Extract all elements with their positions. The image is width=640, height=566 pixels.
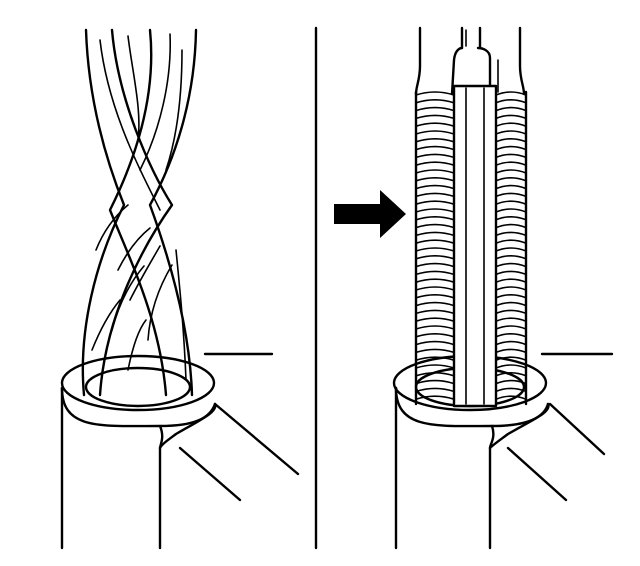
right-insulation-jacket [394,386,550,550]
coil-sleeve [414,84,528,408]
coil-wrap-line [495,278,527,283]
right-panel [392,26,614,550]
left-surface [178,352,300,502]
coil-wrap-line [495,99,527,104]
coil-wrap-line [415,208,455,213]
coil-wrap-line [415,255,455,260]
left-panel [60,28,300,550]
coil-wrap-line [415,145,455,151]
coil-wrap-line [495,348,527,354]
coil-wrap-line [495,231,527,237]
coil-wrap-line [495,255,527,260]
coil-wrap-line [415,91,455,96]
coil-wrap-line [415,169,455,174]
coil-wrap-line [415,356,455,361]
coil-wrap-line [495,294,527,299]
coil-wrap-line [415,114,455,120]
coil-wrap-line [415,184,455,190]
coil-wrap-line [495,340,527,346]
coil-wrap-line [415,379,455,385]
right-surface [506,352,614,502]
coil-wrap-line [415,348,455,354]
coil-wrap-line [495,239,527,244]
coil-wrap-line [415,223,455,229]
coil-wrap-line [495,379,527,385]
coil-wrap-line [495,138,527,143]
coil-wrap-line [415,372,455,377]
coil-wrap-line [415,262,455,268]
coil-wrap-line [495,130,527,135]
coil-wrap-line [495,309,527,315]
left-insulation-jacket [60,386,217,550]
coil-wrap-line [495,153,527,159]
coil-wrap-line [415,153,455,159]
coil-wrap-line [415,325,455,330]
left-wire-end [60,354,216,412]
coil-wrap-line [415,270,455,276]
coil-wrap-line [415,317,455,322]
coil-wrap-line [495,91,527,96]
straight-strands [414,26,526,96]
coil-wrap-line [495,223,527,229]
coil-wrap-line [495,114,527,120]
coil-wrap-line [415,161,455,166]
coil-wrap-line [495,122,527,127]
coil-wrap-line [495,395,527,400]
coil-wrap-line [415,387,455,393]
coil-wrap-line [495,177,527,182]
coil-wrap-line [415,106,455,112]
coil-wrap-line [415,177,455,182]
coil-wrap-line [415,138,455,143]
arrow-right-icon [334,190,406,238]
coil-wrap-line [495,192,527,198]
coil-wrap-line [415,200,455,205]
coil-wrap-line [415,231,455,237]
coil-wrap-line [415,286,455,291]
coil-wrap-line [495,387,527,393]
coil-wrap-line [415,130,455,135]
coil-wrap-line [415,309,455,315]
coil-wrap-line [495,270,527,276]
coil-wrap-line [495,317,527,322]
coil-wrap-line [495,301,527,307]
coil-wrap-line [415,333,455,338]
coil-wrap-line [415,395,455,400]
coil-wrap-line [415,364,455,369]
coil-wrap-line [495,364,527,369]
coil-wrap-line [495,372,527,377]
coil-wrap-line [495,262,527,268]
coil-wrap-line [495,356,527,361]
coil-wrap-line [415,122,455,127]
coil-wrap-line [415,247,455,252]
coil-wrap-line [415,340,455,346]
coil-wrap-line [495,333,527,338]
twisted-strands [81,28,198,397]
coil-wrap-line [415,239,455,244]
coil-wrap-line [415,278,455,283]
coil-wrap-line [495,145,527,151]
coil-wrap-line [495,216,527,221]
coil-wrap-line [495,286,527,291]
coil-wrap-line [415,301,455,307]
coil-wrap-line [495,161,527,166]
coil-wrap-line [495,325,527,330]
coil-wrap-line [495,169,527,174]
coil-wrap-line [415,216,455,221]
coil-wrap-line [415,192,455,198]
coil-wrap-line [495,208,527,213]
coil-wrap-line [415,294,455,299]
coil-wrap-line [495,106,527,112]
coil-wrap-line [415,99,455,104]
coil-wrap-line [495,200,527,205]
coil-wrap-line [495,247,527,252]
coil-wrap-line [495,184,527,190]
